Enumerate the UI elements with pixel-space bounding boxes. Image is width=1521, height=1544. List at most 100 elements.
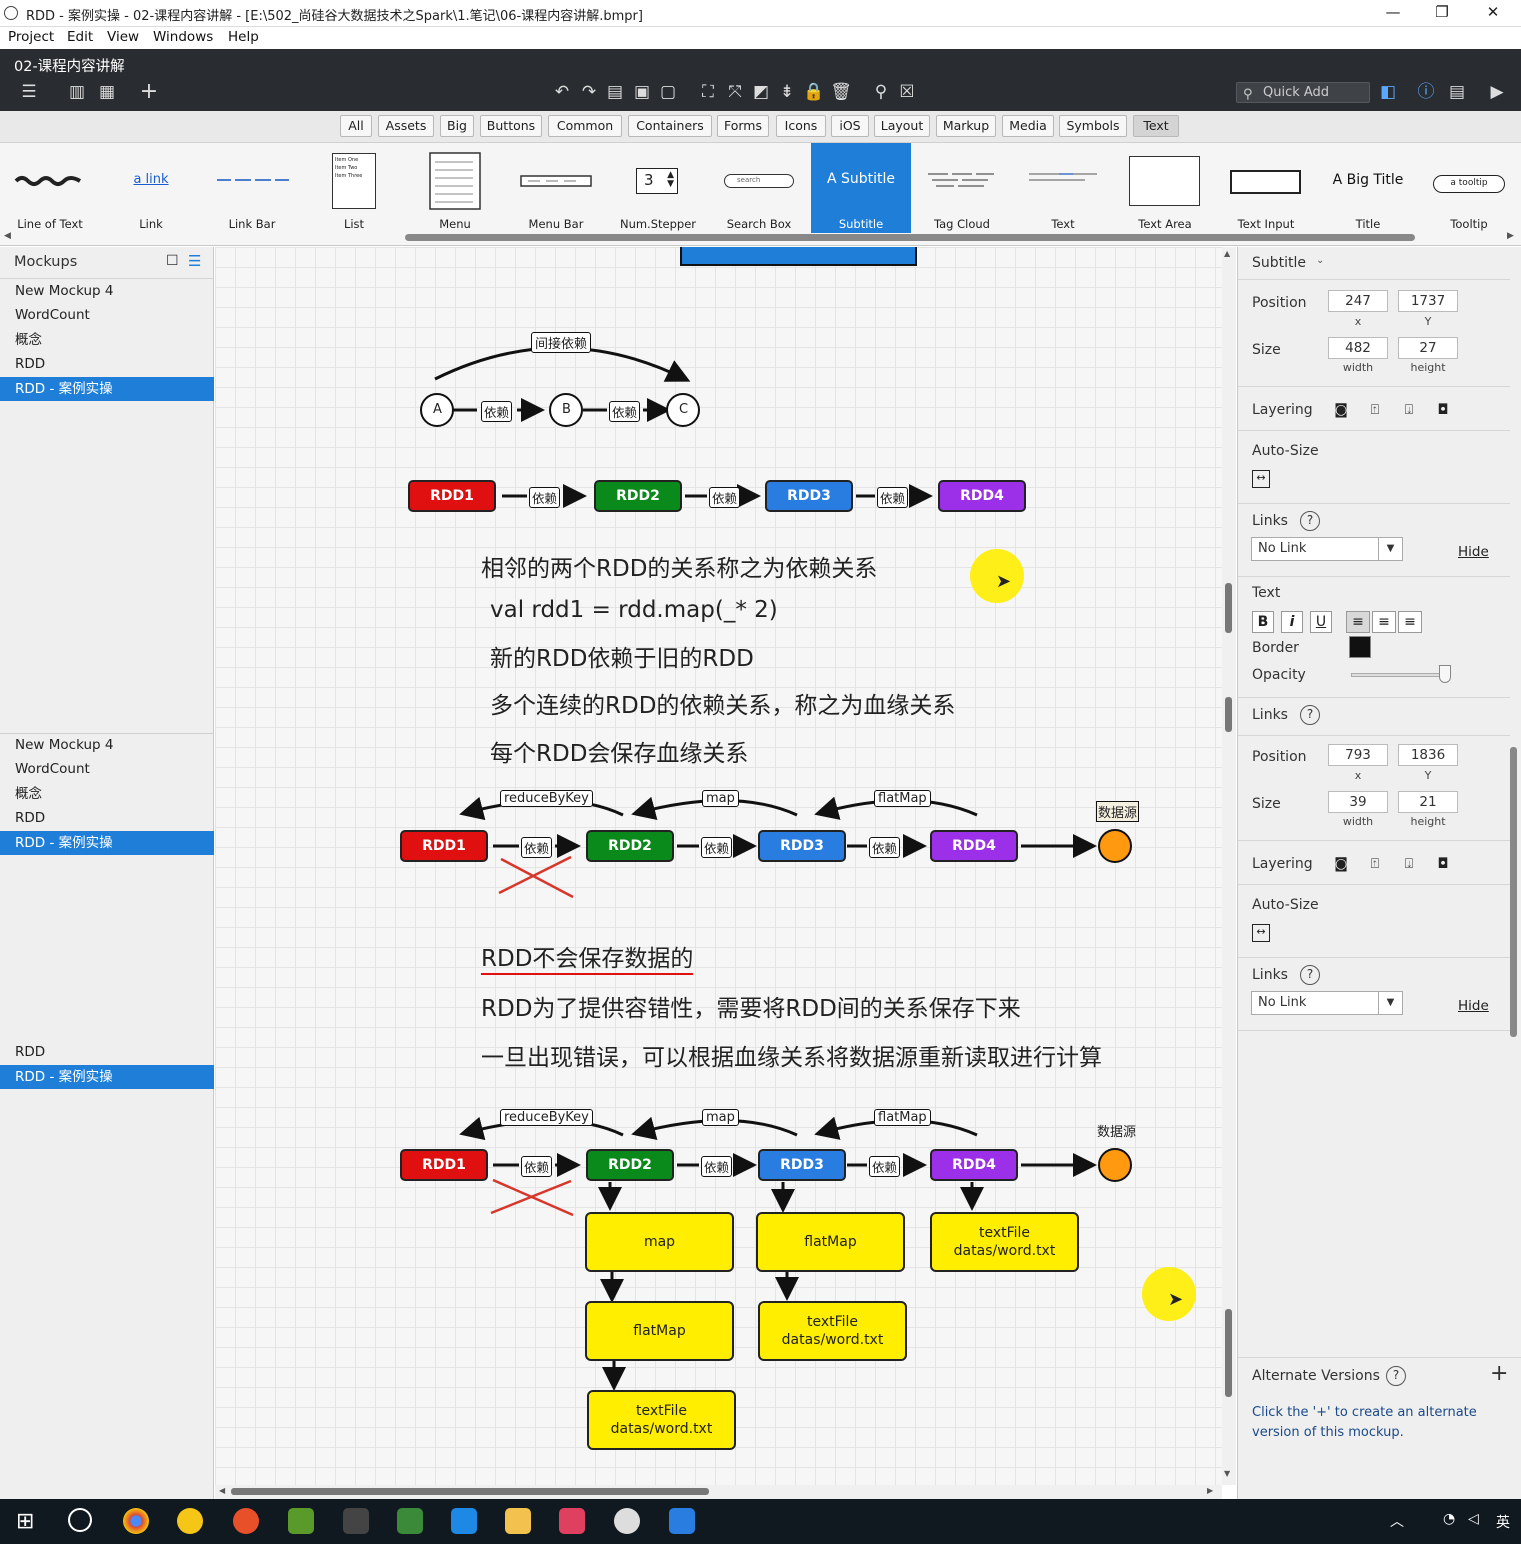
trash-icon[interactable]: 🗑	[830, 82, 852, 102]
rdd4-box[interactable]: RDD4	[930, 1149, 1018, 1181]
tab-assets[interactable]: Assets	[378, 115, 434, 137]
menu-project[interactable]: Project	[8, 29, 55, 45]
wifi-icon[interactable]: ◔	[1443, 1511, 1456, 1527]
dep-label[interactable]: 依赖	[877, 487, 909, 508]
mockup-item[interactable]: RDD	[15, 1044, 46, 1060]
lib-tag-cloud[interactable]: Tag Cloud	[912, 143, 1012, 233]
view-toggle-icon[interactable]: ◧	[1379, 82, 1397, 102]
send-to-back-icon[interactable]: ◘	[1437, 402, 1449, 418]
align-right-icon[interactable]: ≡	[1398, 611, 1422, 633]
tab-media[interactable]: Media	[1002, 115, 1054, 137]
rdd3-box[interactable]: RDD3	[758, 830, 846, 862]
app-icon[interactable]	[233, 1508, 259, 1534]
send-backward-icon[interactable]: ⍗	[1404, 856, 1414, 872]
reducebykey-label[interactable]: reduceByKey	[500, 790, 593, 807]
lib-subtitle[interactable]: A Subtitle Subtitle	[811, 143, 911, 233]
scroll-thumb[interactable]	[231, 1488, 709, 1495]
scroll-right-icon[interactable]: ▶	[1207, 1486, 1214, 1495]
scroll-thumb[interactable]	[1225, 583, 1232, 633]
dep-label[interactable]: 依赖	[609, 401, 641, 422]
menu-help[interactable]: Help	[228, 29, 259, 45]
scroll-up-icon[interactable]: ▲	[1224, 249, 1231, 258]
bring-to-front-icon[interactable]: ◙	[1334, 402, 1348, 418]
vertical-scrollbar[interactable]: ▲ ▼	[1222, 247, 1236, 1485]
help-icon[interactable]: ?	[1300, 511, 1320, 531]
text-line[interactable]: 新的RDD依赖于旧的RDD	[490, 646, 754, 672]
dep-label[interactable]: 依赖	[521, 837, 553, 858]
search-icon[interactable]: ⚲	[874, 82, 888, 102]
rdd3-box[interactable]: RDD3	[758, 1149, 846, 1181]
mockup-item[interactable]: RDD	[15, 810, 46, 826]
lib-text-input[interactable]: Text Input	[1216, 143, 1316, 233]
selected-blue-box[interactable]	[680, 247, 917, 266]
rdd1-box[interactable]: RDD1	[400, 1149, 488, 1181]
scroll-thumb[interactable]	[1225, 697, 1232, 732]
map-label[interactable]: map	[702, 790, 739, 807]
tab-forms[interactable]: Forms	[717, 115, 769, 137]
lib-title[interactable]: A Big Title Title	[1318, 143, 1418, 233]
help-icon[interactable]: ?	[1300, 705, 1320, 725]
menu-edit[interactable]: Edit	[67, 29, 94, 45]
position-y-field[interactable]: 1737	[1398, 290, 1458, 312]
rdd2-box[interactable]: RDD2	[594, 480, 682, 512]
mockup-item[interactable]: 概念	[15, 786, 42, 802]
mockup-item-selected[interactable]: RDD - 案例实操	[0, 377, 214, 401]
tab-layout[interactable]: Layout	[874, 115, 930, 137]
dep-label[interactable]: 依赖	[709, 487, 741, 508]
autosize-icon[interactable]: ↔	[1252, 924, 1270, 942]
file-explorer-icon[interactable]	[505, 1508, 531, 1534]
tab-ios[interactable]: iOS	[831, 115, 869, 137]
paste-icon[interactable]: ▢	[659, 82, 677, 102]
send-to-back-icon[interactable]: ◘	[1437, 856, 1449, 872]
hide-link[interactable]: Hide	[1458, 544, 1489, 560]
italic-button[interactable]: i	[1281, 611, 1303, 633]
list-view-icon[interactable]: ☰	[188, 252, 202, 270]
mockup-item-selected[interactable]: RDD - 案例实操	[0, 1065, 214, 1089]
rdd1-box[interactable]: RDD1	[400, 830, 488, 862]
windows-start-icon[interactable]: ⊞	[16, 1509, 35, 1534]
align-left-icon[interactable]: ≡	[1346, 611, 1370, 633]
rdd2-box[interactable]: RDD2	[586, 830, 674, 862]
link-dropdown[interactable]: No Link▼	[1251, 537, 1403, 561]
tab-big[interactable]: Big	[440, 115, 474, 137]
rdd3-box[interactable]: RDD3	[765, 480, 853, 512]
tray-expand-icon[interactable]: ︿	[1390, 1514, 1404, 1530]
lib-num-stepper[interactable]: 3▲▼ Num.Stepper	[608, 143, 708, 233]
position-y-field[interactable]: 1836	[1398, 744, 1458, 766]
maximize-icon[interactable]: ❐	[1435, 3, 1449, 21]
autosize-icon[interactable]: ↔	[1252, 470, 1270, 488]
mockup-item[interactable]: New Mockup 4	[15, 283, 114, 299]
mockup-item[interactable]: RDD	[15, 356, 46, 372]
help-icon[interactable]: ?	[1386, 1366, 1406, 1386]
dep-label[interactable]: 依赖	[701, 837, 733, 858]
bring-forward-icon[interactable]: ⍐	[1370, 856, 1380, 872]
text-line[interactable]: 相邻的两个RDD的关系称之为依赖关系	[481, 556, 878, 582]
close-doc-icon[interactable]: ☒	[899, 82, 915, 102]
minimize-icon[interactable]: —	[1385, 3, 1401, 21]
panel-toggle-icon[interactable]: ▥	[68, 82, 86, 102]
volume-icon[interactable]: ◁	[1468, 1511, 1479, 1527]
help-icon[interactable]: ?	[1300, 965, 1320, 985]
balsamiq-icon[interactable]	[614, 1508, 640, 1534]
flatmap-box[interactable]: flatMap	[585, 1301, 734, 1361]
opacity-slider[interactable]	[1351, 673, 1451, 677]
quick-add-input[interactable]: ⚲ Quick Add	[1236, 82, 1370, 103]
underline-button[interactable]: U	[1310, 611, 1332, 633]
mockup-canvas[interactable]: 间接依赖 依赖 依赖 A B C RDD1 RDD2 RDD3 RDD4 依赖 …	[215, 247, 1222, 1485]
align-center-icon[interactable]: ≡	[1372, 611, 1396, 633]
scroll-left-icon[interactable]: ◀	[4, 231, 11, 241]
mockup-item[interactable]: WordCount	[15, 307, 90, 323]
position-x-field[interactable]: 793	[1328, 744, 1388, 766]
mockup-item[interactable]: New Mockup 4	[15, 737, 114, 753]
text-line[interactable]: 多个连续的RDD的依赖关系，称之为血缘关系	[490, 693, 956, 719]
tab-symbols[interactable]: Symbols	[1059, 115, 1127, 137]
text-line-underlined[interactable]: RDD不会保存数据的	[481, 939, 694, 975]
ime-indicator[interactable]: 英	[1496, 1515, 1510, 1531]
tab-all[interactable]: All	[340, 115, 372, 137]
chrome-icon[interactable]	[123, 1508, 149, 1534]
control-type[interactable]: Subtitle	[1252, 255, 1307, 271]
height-field[interactable]: 21	[1398, 791, 1458, 813]
bring-forward-icon[interactable]: ⍐	[1370, 402, 1380, 418]
grid-view-icon[interactable]: ▦	[98, 82, 116, 102]
panel-scroll-thumb[interactable]	[1510, 747, 1517, 1037]
